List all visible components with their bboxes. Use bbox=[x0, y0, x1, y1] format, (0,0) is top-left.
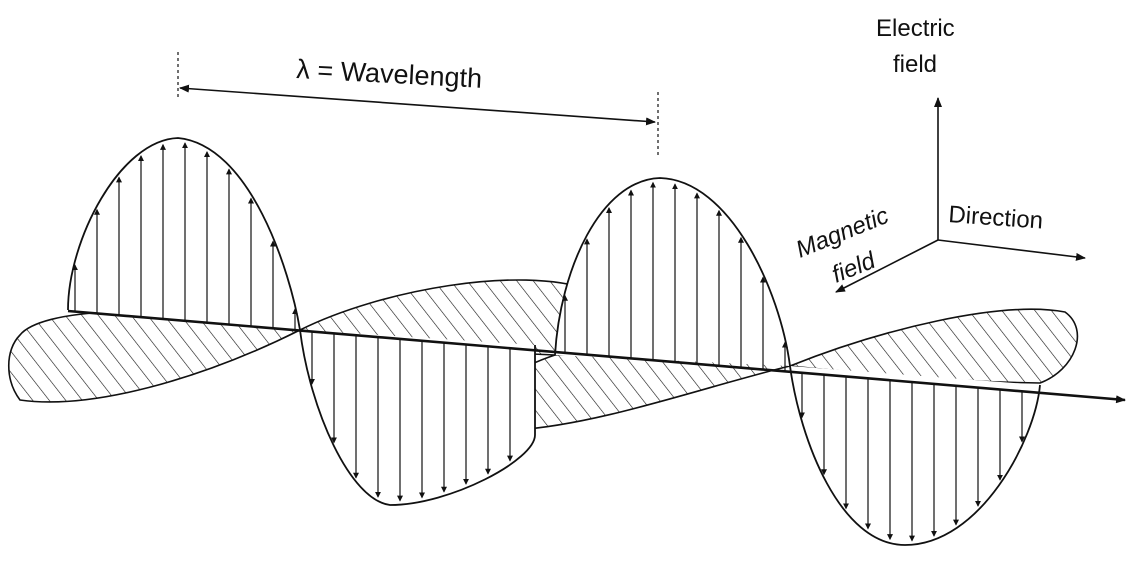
electric-lobe-1 bbox=[67, 137, 301, 331]
electric-lobe-2 bbox=[299, 329, 536, 506]
electric-lobe-3 bbox=[554, 177, 791, 367]
direction-label: Direction bbox=[948, 201, 1044, 235]
wavelength-dimension: λ = Wavelength bbox=[177, 52, 659, 158]
electric-field-wave bbox=[67, 137, 1041, 546]
wavelength-arrow bbox=[179, 84, 656, 126]
electric-field-arrows bbox=[72, 142, 1025, 542]
electric-field-label-line2: field bbox=[893, 51, 937, 78]
direction-axis-arrow bbox=[937, 239, 1086, 261]
magnetic-axis-arrow bbox=[835, 239, 939, 293]
magnetic-field-label-line1: Magnetic bbox=[792, 202, 892, 264]
axes-legend: Electric field Direction Magnetic field bbox=[792, 15, 1086, 293]
propagation-axis bbox=[67, 309, 1126, 404]
wavelength-label: λ = Wavelength bbox=[296, 54, 483, 94]
electric-field-label-line1: Electric bbox=[876, 15, 955, 42]
electric-lobe-4 bbox=[789, 365, 1041, 546]
